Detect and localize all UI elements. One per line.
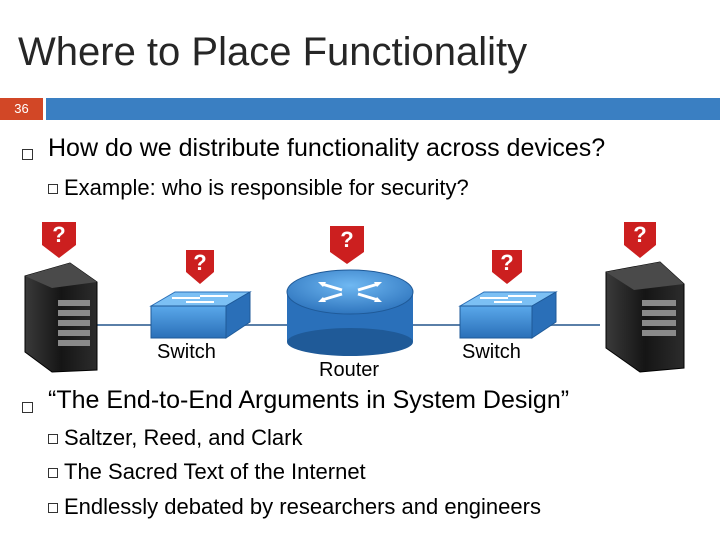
question-mark-switch-right: ? (500, 250, 514, 275)
bullet-marker (22, 402, 33, 413)
question-tag-shapes (42, 222, 656, 284)
question-mark-router: ? (340, 227, 354, 252)
sub-bullet-1-1: Example: who is responsible for security… (48, 175, 469, 201)
sub-bullet-2-3: Endlessly debated by researchers and eng… (48, 494, 541, 520)
sub-bullet-marker (48, 434, 58, 444)
question-mark-server-left: ? (52, 222, 66, 247)
bullet-marker (22, 149, 33, 160)
question-mark-switch-left: ? (193, 250, 207, 275)
switch-left-label: Switch (157, 341, 216, 363)
sub-bullet-marker (48, 184, 58, 194)
sub-bullet-2-3-text: Endlessly debated by researchers and eng… (64, 494, 541, 519)
switch-right-label: Switch (462, 341, 521, 363)
slide-number: 36 (0, 98, 43, 120)
sub-bullet-2-2: The Sacred Text of the Internet (48, 459, 366, 485)
question-mark-server-right: ? (633, 222, 647, 247)
sub-bullet-marker (48, 468, 58, 478)
server-icon (605, 261, 685, 373)
sub-bullet-2-1-text: Saltzer, Reed, and Clark (64, 425, 303, 450)
router-icon (286, 269, 414, 356)
switch-icon (149, 291, 252, 339)
router-label: Router (319, 359, 380, 381)
sub-bullet-marker (48, 503, 58, 513)
bullet-1-text: How do we distribute functionality acros… (48, 134, 606, 162)
header-accent-bar (46, 98, 720, 120)
sub-bullet-2-1: Saltzer, Reed, and Clark (48, 425, 302, 451)
sub-bullet-2-2-text: The Sacred Text of the Internet (64, 459, 366, 484)
slide-title: Where to Place Functionality (18, 30, 528, 74)
sub-bullet-1-1-text: Example: who is responsible for security… (64, 175, 469, 200)
server-icon (24, 262, 98, 373)
switch-icon (458, 291, 558, 339)
bullet-2-text: “The End-to-End Arguments in System Desi… (48, 386, 570, 414)
